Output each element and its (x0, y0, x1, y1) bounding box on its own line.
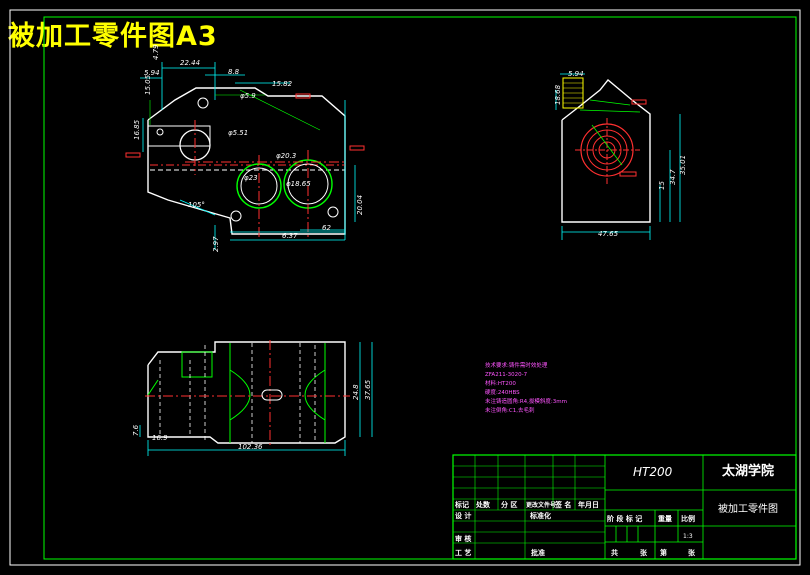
front-view (125, 62, 365, 250)
dim-text: 24.8 (352, 384, 360, 400)
technical-notes: 技术要求:铸件需时效处理 ZFA211-3020-7 材料:HT200 硬度:2… (485, 361, 567, 414)
tb-cell: 处数 (475, 500, 491, 509)
dim-text: 102.36 (238, 443, 263, 451)
tb-cell: 阶 段 标 记 (607, 514, 642, 523)
tb-cell: 更改文件号 (526, 501, 556, 509)
inner-frame (43, 16, 797, 560)
dim-text: 4.79 (152, 44, 160, 60)
dim-text: 62 (322, 224, 331, 232)
dim-text: 37.65 (364, 379, 372, 400)
dim-text: 15.82 (272, 80, 293, 88)
tb-cell: 张 (640, 548, 648, 557)
material-label: HT200 (633, 465, 673, 479)
dim-text: φ23 (244, 174, 258, 182)
drawing-title: 被加工零件图A3 (8, 21, 218, 52)
dim-text: 6.37 (282, 232, 298, 240)
tb-cell: 签 名 (554, 500, 571, 509)
dim-text: 5.94 (144, 69, 160, 77)
dim-text: 105° (188, 201, 205, 209)
school-name: 太湖学院 (721, 463, 774, 479)
tb-cell: 重量 (658, 514, 672, 523)
tb-cell: 设 计 (455, 511, 471, 520)
dim-text: 16.85 (133, 119, 141, 140)
tb-cell: 分 区 (501, 500, 517, 509)
dim-text: φ20.3 (276, 152, 296, 160)
note-line: 技术要求:铸件需时效处理 (485, 361, 548, 369)
dim-text: 20.04 (356, 195, 364, 215)
tb-cell: 工 艺 (455, 548, 471, 557)
tb-cell: 第 (660, 548, 667, 557)
tb-cell: 审 核 (455, 534, 471, 543)
dim-text: 7.6 (132, 424, 140, 436)
scale-value: 1:3 (683, 533, 693, 540)
tb-cell: 年月日 (578, 500, 599, 509)
part-name: 被加工零件图 (718, 502, 778, 515)
tb-cell: 批准 (531, 548, 545, 557)
dim-text: 5.94 (568, 70, 584, 78)
tb-cell: 标记 (454, 500, 469, 509)
side-view-outline (561, 79, 651, 223)
dim-text: 2.97 (212, 236, 220, 252)
sheet-border (9, 9, 801, 566)
tb-cell: 标准化 (529, 511, 551, 520)
dim-text: 15 (658, 181, 666, 190)
title-block: 标记 处数 分 区 更改文件号 签 名 年月日 设 计 标准化 审 核 工 艺 … (452, 454, 797, 560)
dim-text: 15.05 (144, 74, 152, 95)
top-view-outline (147, 341, 346, 444)
dim-text: φ5.51 (228, 129, 248, 137)
dim-text: 47.65 (598, 230, 619, 238)
dim-text: 16.9 (152, 434, 168, 442)
dim-text: 35.01 (679, 155, 687, 175)
dim-text: φ18.65 (286, 180, 311, 188)
tb-cell: 比例 (681, 514, 695, 523)
dim-text: 34.7 (669, 169, 677, 185)
note-line: 未注倒角:C1,去毛刺 (485, 406, 535, 414)
note-line: ZFA211-3020-7 (485, 372, 528, 378)
note-line: 硬度:240HBS (485, 388, 520, 396)
top-view (139, 340, 373, 456)
tb-cell: 张 (688, 548, 696, 557)
side-view (555, 73, 681, 240)
dim-text: 22.44 (180, 59, 200, 67)
note-line: 材料:HT200 (485, 379, 516, 387)
tb-cell: 共 (611, 548, 618, 557)
note-line: 未注铸造圆角:R4,拔模斜度:3mm (485, 397, 567, 405)
dim-text: 18.68 (554, 84, 562, 105)
dim-text: 8.8 (228, 68, 240, 76)
dim-text: φ5.9 (240, 92, 256, 100)
